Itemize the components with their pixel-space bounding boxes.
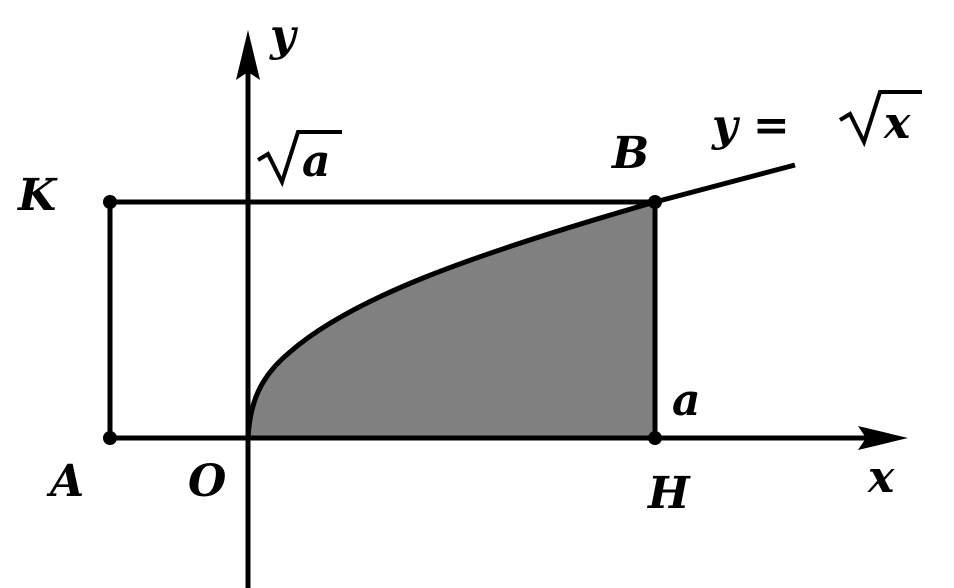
curve-equation-label: y = x xyxy=(711,90,922,151)
point-H-dot xyxy=(648,431,662,445)
point-A-label: A xyxy=(46,456,84,507)
sqrt-a-radicand: a xyxy=(302,136,331,187)
point-B-dot xyxy=(648,195,662,209)
tick-a-label: a xyxy=(672,375,701,426)
point-O-label: O xyxy=(188,456,226,507)
curve-sqrt-x xyxy=(245,162,796,439)
x-axis-label: x xyxy=(867,452,895,503)
point-H-label: H xyxy=(646,468,691,519)
shaded-region xyxy=(248,202,655,438)
radical-sign-icon xyxy=(838,90,922,148)
x-axis-arrow-icon xyxy=(858,426,908,450)
y-axis-arrow-icon xyxy=(236,30,260,80)
point-B-label: B xyxy=(610,128,649,179)
point-K-dot xyxy=(103,195,117,209)
point-K-label: K xyxy=(16,170,58,221)
y-axis-label: y xyxy=(269,10,299,61)
curve-equation-radicand: x xyxy=(883,98,911,149)
curve-equation-lhs: y = xyxy=(711,100,805,151)
radical-sign-icon xyxy=(256,130,342,188)
sqrt-a-label: a xyxy=(256,130,342,188)
point-A-dot xyxy=(103,431,117,445)
